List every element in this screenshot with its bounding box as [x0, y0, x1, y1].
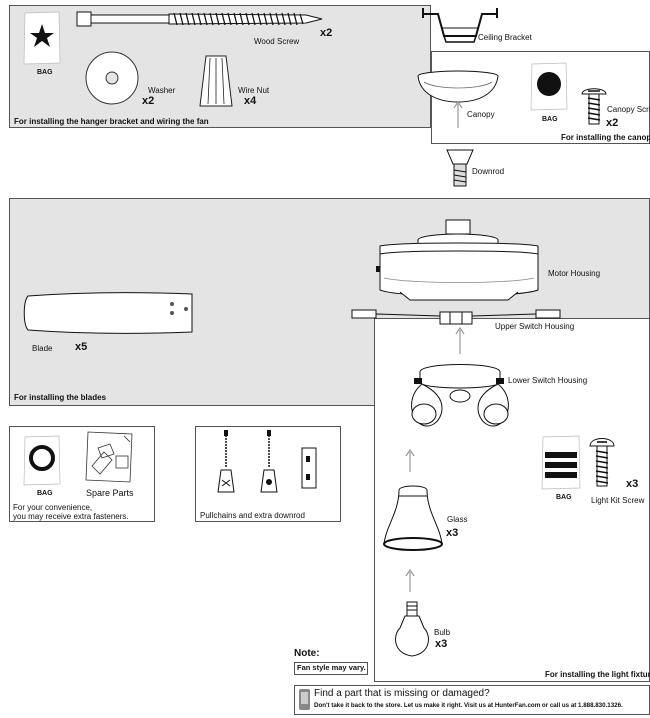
- bulb-label: Bulb: [434, 628, 451, 637]
- pullchains-caption: Pullchains and extra downrod: [200, 511, 305, 520]
- wood-screw-qty: x2: [320, 27, 333, 39]
- spare-parts-bag-icon: [85, 431, 133, 483]
- light-kit-screw-label: Light Kit Screw: [591, 496, 645, 505]
- upper-switch-arrow-icon: [455, 326, 465, 354]
- ceiling-bracket-label: Ceiling Bracket: [478, 33, 532, 42]
- wood-screw-icon: [76, 11, 323, 27]
- missing-part-title: Find a part that is missing or damaged?: [314, 688, 490, 699]
- downrod-label: Downrod: [472, 167, 505, 176]
- wire-nut-qty: x4: [244, 95, 257, 107]
- note-box: [294, 662, 368, 675]
- spare-note-line1: For your convenience,: [13, 503, 93, 512]
- spare-parts-label: Spare Parts: [86, 488, 134, 498]
- canopy-arrow-icon: [453, 100, 463, 128]
- ceiling-bracket-icon: [422, 8, 498, 43]
- light-kit-screw-qty: x3: [626, 478, 639, 490]
- glass-arrow-icon: [405, 448, 415, 472]
- wire-nut-label: Wire Nut: [238, 86, 270, 95]
- spare-note-line2: you may receive extra fasteners.: [13, 512, 129, 521]
- motor-housing-icon: [376, 219, 539, 301]
- downrod-icon: [446, 149, 474, 187]
- blade-icon: [23, 292, 193, 334]
- canopy-label: Canopy: [467, 110, 495, 119]
- bulb-qty: x3: [435, 638, 448, 650]
- wood-screw-label: Wood Screw: [254, 37, 300, 46]
- canopy-screw-icon: [581, 88, 607, 125]
- extra-downrod-icon: [301, 447, 317, 489]
- phone-icon: [299, 689, 310, 710]
- hanger-bag-label: BAG: [37, 69, 53, 76]
- light-kit-bag-label: BAG: [556, 494, 572, 501]
- canopy-screw-label: Canopy Screw: [607, 105, 650, 114]
- pullchain-icon: [260, 430, 278, 493]
- hanger-caption: For installing the hanger bracket and wi…: [14, 117, 209, 126]
- bulb-icon: [395, 601, 429, 657]
- lower-switch-housing-label: Lower Switch Housing: [508, 376, 588, 385]
- canopy-bag-icon: [530, 62, 568, 111]
- wire-nut-icon: [199, 55, 233, 107]
- pullchain-icon: [217, 430, 235, 493]
- glass-label: Glass: [447, 515, 468, 524]
- light-kit-bag-icon: [541, 435, 581, 490]
- bulb-arrow-icon: [405, 568, 415, 592]
- upper-switch-housing-icon: [351, 309, 561, 325]
- spare-bag-label: BAG: [37, 490, 53, 497]
- glass-icon: [383, 485, 443, 551]
- upper-switch-housing-label: Upper Switch Housing: [495, 322, 575, 331]
- glass-qty: x3: [446, 527, 459, 539]
- hardware-bag-icon: [23, 11, 61, 65]
- note-heading: Note:: [294, 648, 320, 659]
- washer-label: Washer: [148, 86, 176, 95]
- canopy-screw-qty: x2: [606, 117, 619, 129]
- blade-qty: x5: [75, 341, 88, 353]
- washer-icon: [85, 51, 139, 105]
- missing-part-text: Don't take it back to the store. Let us …: [314, 702, 623, 709]
- motor-housing-label: Motor Housing: [548, 269, 601, 278]
- note-text: Fan style may vary.: [297, 663, 366, 672]
- blades-caption: For installing the blades: [14, 393, 107, 402]
- canopy-bag-label: BAG: [542, 116, 558, 123]
- light-kit-screw-icon: [589, 438, 615, 487]
- blade-label: Blade: [32, 344, 53, 353]
- spare-bag-icon: [23, 435, 61, 486]
- canopy-icon: [417, 70, 499, 103]
- lower-switch-housing-icon: [411, 364, 509, 427]
- light-fixture-caption: For installing the light fixture: [545, 670, 650, 679]
- washer-qty: x2: [142, 95, 155, 107]
- canopy-caption: For installing the canopy: [561, 133, 650, 142]
